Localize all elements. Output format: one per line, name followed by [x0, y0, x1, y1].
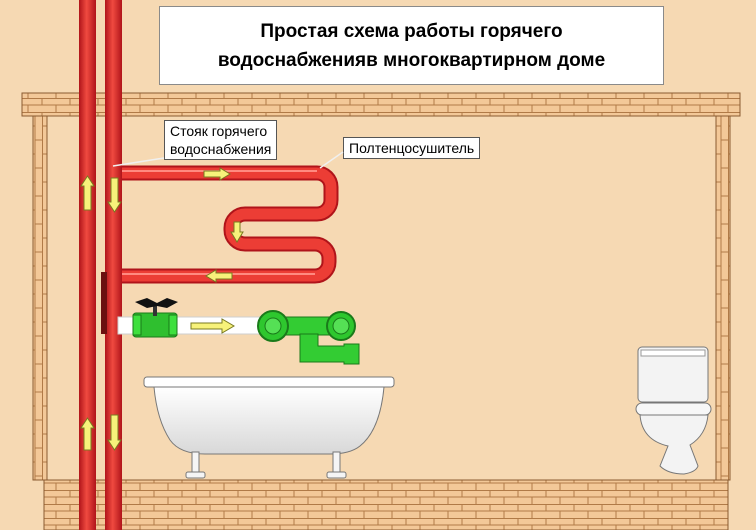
- cold-supply-line: [117, 298, 265, 338]
- green-fittings: [257, 310, 360, 365]
- riser-return-pipe: [105, 0, 122, 530]
- riser-supply-pipe: [79, 0, 96, 530]
- towel-dryer-label: Полтенцосушитель: [343, 137, 481, 159]
- riser-label-line-1: Стояк горячего: [170, 123, 268, 139]
- towel-dryer-label-text: Полтенцосушитель: [349, 140, 475, 156]
- toilet-icon: [635, 346, 712, 475]
- title-line-2: водоснабженияв многоквартирном доме: [217, 49, 606, 71]
- flow-arrow-icon: [80, 417, 95, 451]
- valve-handle-icon[interactable]: [135, 298, 178, 308]
- flow-arrow-icon: [203, 167, 231, 181]
- title-line-1: Простая схема работы горячего: [260, 20, 563, 42]
- riser-label: Стояк горячего водоснабжения: [164, 120, 278, 160]
- towel-dryer-coil: [114, 165, 339, 284]
- flow-arrow-icon: [190, 318, 235, 334]
- green-drain-elbow: [299, 333, 360, 365]
- riser-label-line-2: водоснабжения: [170, 141, 272, 157]
- ball-valve[interactable]: [132, 298, 178, 338]
- ceiling-brick-band: [21, 92, 741, 117]
- flow-arrow-icon: [230, 221, 244, 243]
- flow-arrow-icon: [107, 414, 122, 451]
- hot-water-risers: [79, 0, 122, 530]
- flow-arrow-icon: [205, 269, 233, 283]
- flow-arrow-icon: [80, 175, 95, 211]
- floor-brick-band: [43, 479, 729, 530]
- riser-connector: [101, 272, 107, 334]
- flow-arrow-icon: [107, 177, 122, 213]
- right-brick-column: [715, 115, 731, 481]
- brick-walls: [21, 92, 741, 530]
- bathtub-icon: [143, 376, 395, 479]
- diagram-title: Простая схема работы горячего водоснабже…: [159, 6, 664, 85]
- flow-arrows: [80, 167, 244, 451]
- left-brick-column: [32, 115, 48, 481]
